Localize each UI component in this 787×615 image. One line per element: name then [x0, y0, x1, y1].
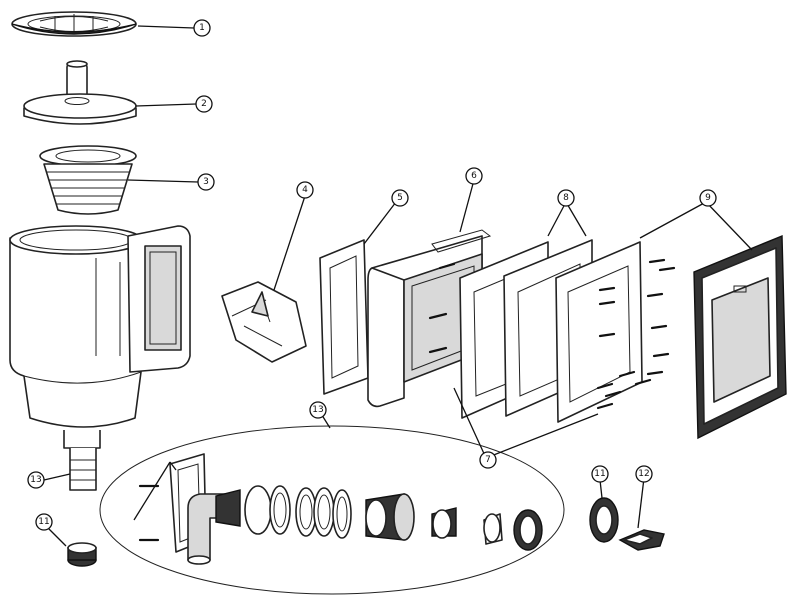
svg-text:2: 2 — [201, 99, 207, 109]
leader-lines — [43, 25, 753, 547]
part-adjustable-weir-cover — [23, 60, 137, 125]
svg-text:7: 7 — [485, 455, 491, 465]
callout-7: 7 — [479, 451, 497, 469]
callout-13-group: 13 — [309, 401, 327, 419]
callout-11-right: 11 — [591, 465, 609, 483]
callout-8: 8 — [557, 189, 575, 207]
callout-2: 2 — [195, 95, 213, 113]
part-skimmer-body — [9, 225, 191, 491]
part-gasket-5 — [319, 239, 369, 395]
callout-3: 3 — [197, 173, 215, 191]
callout-11-left: 11 — [35, 513, 53, 531]
part-face-frame — [693, 234, 787, 440]
svg-text:12: 12 — [638, 469, 649, 479]
part-screws — [428, 258, 676, 410]
callout-12: 12 — [635, 465, 653, 483]
part-equalizer-assembly-group — [99, 425, 565, 595]
svg-text:11: 11 — [594, 469, 605, 479]
svg-text:4: 4 — [302, 185, 308, 195]
part-plug-left — [67, 542, 97, 567]
svg-text:6: 6 — [471, 171, 477, 181]
svg-text:3: 3 — [203, 177, 209, 187]
svg-text:13: 13 — [30, 475, 41, 485]
part-basket — [39, 145, 137, 215]
svg-text:11: 11 — [38, 517, 49, 527]
part-lid — [11, 11, 137, 37]
svg-text:5: 5 — [397, 193, 403, 203]
svg-text:9: 9 — [705, 193, 711, 203]
part-key — [618, 529, 665, 551]
part-cap-right — [589, 497, 619, 543]
svg-text:8: 8 — [563, 193, 569, 203]
callout-4: 4 — [296, 181, 314, 199]
callout-6: 6 — [465, 167, 483, 185]
svg-text:13: 13 — [312, 405, 323, 415]
callout-9: 9 — [699, 189, 717, 207]
svg-text:1: 1 — [199, 23, 205, 33]
callout-1: 1 — [193, 19, 211, 37]
part-weir-flap — [221, 281, 307, 363]
callout-5: 5 — [391, 189, 409, 207]
callout-13-port: 13 — [27, 471, 45, 489]
